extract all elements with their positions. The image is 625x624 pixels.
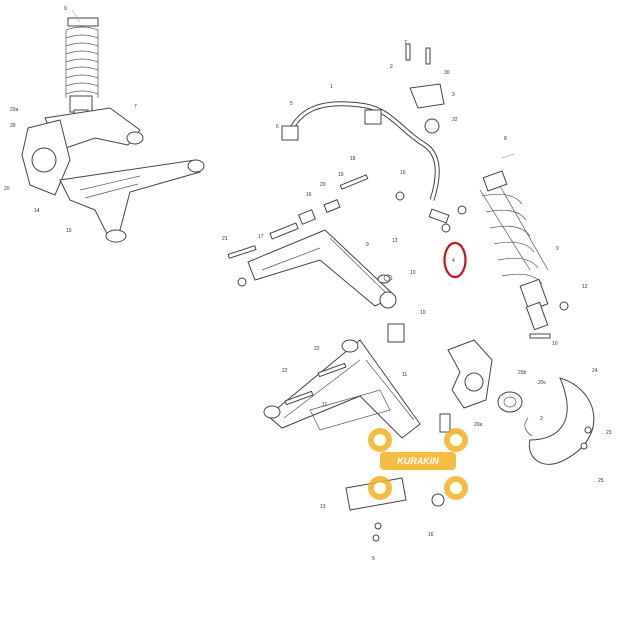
callout: 29 — [10, 123, 16, 129]
callout: 22 — [452, 117, 458, 123]
callout: 10 — [552, 341, 558, 347]
clamp-hardware: 7 2 30 3 22 — [390, 40, 458, 134]
watermark-brand: KURAKIN — [397, 456, 439, 466]
watermark-tagline: www.kurakin-atv.ru — [405, 472, 430, 476]
callout: 11 — [322, 402, 327, 408]
callout: 18 — [350, 156, 356, 162]
callout: 9 — [64, 6, 67, 12]
callout: 12 — [582, 284, 588, 290]
callout: 10 — [420, 310, 426, 316]
highlight-ellipse — [443, 241, 467, 279]
hub-and-brake: 12 20a 20b 20c 2 24 23 25 — [439, 339, 612, 484]
callout: 17 — [258, 234, 264, 240]
callout: 6 — [276, 124, 279, 130]
callout: 2 — [390, 64, 393, 70]
callout: 2 — [540, 416, 543, 422]
callout: 13 — [392, 238, 398, 244]
callout: 8 — [504, 136, 507, 142]
callout: 22 — [314, 346, 320, 352]
callout: 20 — [4, 186, 10, 192]
callout: 14 — [34, 208, 40, 214]
assembled-suspension-view: 9 7 20a 29 20 14 15 — [4, 6, 205, 243]
upper-a-arm: 18 19 20 16 10 9 21 17 13 — [222, 156, 416, 309]
callout: 9 — [366, 242, 369, 248]
callout: 23 — [606, 430, 612, 436]
ball-joint-highlight: 4 16 — [395, 170, 467, 279]
callout: 20a — [10, 107, 19, 113]
callout: 19 — [338, 172, 344, 178]
callout: 24 — [592, 368, 598, 374]
callout: 20 — [320, 182, 326, 188]
callout: 16 — [400, 170, 406, 176]
callout: 5 — [290, 101, 293, 107]
callout: 5 — [372, 556, 375, 562]
callout: 7 — [404, 40, 407, 46]
callout: 9 — [556, 246, 559, 252]
callout: 30 — [444, 70, 450, 76]
callout: 20a — [474, 422, 483, 428]
callout: 13 — [320, 504, 326, 510]
callout: 1 — [330, 84, 333, 90]
callout: 7 — [134, 104, 137, 110]
callout: 16 — [428, 532, 434, 538]
lower-arm — [59, 159, 201, 237]
callout: 20b — [518, 370, 527, 376]
right-shock-absorber: 8 9 10 12 — [479, 136, 588, 347]
callout: 3 — [452, 92, 455, 98]
callout: 15 — [66, 228, 72, 234]
callout: 16 — [306, 192, 312, 198]
kurakin-watermark: KURAKIN www.kurakin-atv.ru — [368, 428, 468, 500]
callout: 25 — [598, 478, 604, 484]
lower-a-arm: 22 22 11 13 11 16 10 5 — [263, 310, 445, 562]
callout: 11 — [402, 372, 407, 378]
callout: 21 — [222, 236, 228, 242]
sway-bar: 1 5 6 — [276, 84, 440, 201]
callout: 22 — [282, 368, 288, 374]
highlighted-callout: 4 — [452, 258, 455, 264]
callout: 10 — [410, 270, 416, 276]
callout: 20c — [538, 380, 547, 386]
